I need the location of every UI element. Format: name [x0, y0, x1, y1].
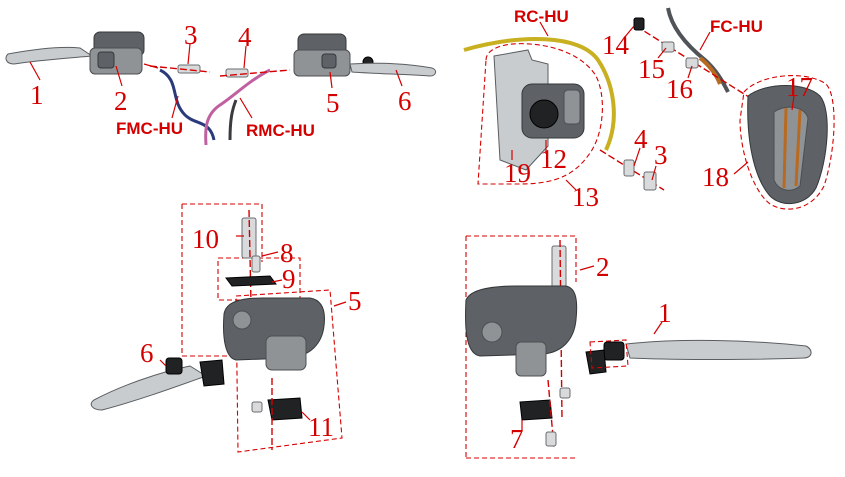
left-master-cylinder	[89, 31, 159, 75]
callout-14: 14	[602, 30, 630, 60]
callout-15: 15	[638, 54, 665, 84]
rc-hu-label: RC-HU	[514, 7, 569, 26]
callout-8: 8	[280, 238, 294, 268]
left-mc-body	[223, 297, 325, 371]
callout-6: 6	[398, 86, 412, 116]
callout-1: 1	[30, 80, 44, 110]
callout-13: 13	[572, 182, 599, 212]
rear-caliper	[521, 83, 585, 139]
callout-5b: 5	[348, 286, 362, 316]
left-banjo-bolt	[149, 64, 211, 74]
callout-4b: 4	[634, 124, 648, 154]
callout-17: 17	[786, 72, 813, 102]
left-exploded-assembly: 10 8 9 5 6 11	[90, 203, 362, 453]
callout-16: 16	[666, 74, 693, 104]
rmc-hose	[204, 68, 271, 146]
right-mc-body	[465, 285, 578, 377]
callout-6b: 6	[140, 338, 154, 368]
callout-2: 2	[114, 86, 128, 116]
callout-12: 12	[540, 144, 567, 174]
fc-hose-copper	[698, 56, 722, 85]
callout-2b: 2	[596, 252, 610, 282]
rear-caliper-outline	[477, 43, 603, 185]
right-lever	[349, 62, 437, 77]
left-lever	[5, 46, 94, 65]
callout-9: 9	[282, 264, 296, 294]
fmc-hose-2	[228, 99, 238, 141]
callout-19: 19	[504, 158, 531, 188]
callout-5: 5	[326, 88, 340, 118]
right-banjo-bolt	[219, 68, 291, 78]
rmc-hu-label: RMC-HU	[246, 121, 315, 140]
rc-hose	[463, 37, 616, 151]
fc-hu-label: FC-HU	[710, 17, 763, 36]
callout-10: 10	[192, 224, 219, 254]
callout-3: 3	[184, 20, 198, 50]
right-exploded-lever	[625, 339, 812, 360]
caliper-assembly: RC-HU FC-HU	[463, 7, 835, 212]
callout-3b: 3	[654, 140, 668, 170]
front-caliper	[747, 85, 828, 204]
callout-18: 18	[702, 162, 729, 192]
fmc-hu-label: FMC-HU	[116, 119, 183, 138]
callout-7: 7	[510, 424, 524, 454]
callout-1b: 1	[658, 298, 672, 328]
handlebar-assembly: 1 2 3 4 5 6 FMC-HU RMC-HU	[5, 20, 437, 146]
callout-4: 4	[238, 22, 252, 52]
callout-11: 11	[308, 412, 334, 442]
left-exploded-lever	[90, 365, 208, 411]
right-exploded-assembly: 2 1 7	[465, 235, 812, 459]
